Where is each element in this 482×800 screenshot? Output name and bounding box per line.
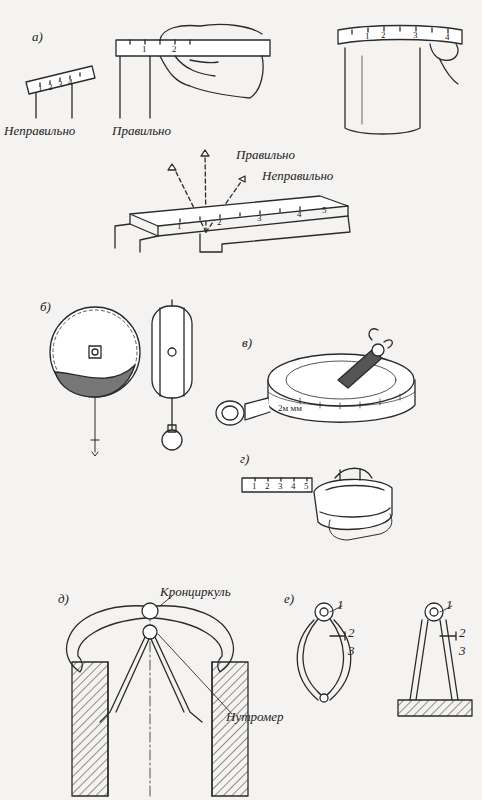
callout-number: 3 bbox=[348, 644, 355, 657]
callout-number: 2 bbox=[348, 626, 355, 639]
caption-note: Правильно bbox=[112, 124, 171, 137]
scale-digit: 4 bbox=[291, 482, 296, 491]
calipers-e bbox=[297, 603, 472, 716]
ruler-housing-g bbox=[242, 468, 392, 540]
cylinder bbox=[338, 26, 462, 135]
part-name: Кронциркуль bbox=[160, 585, 231, 598]
scale-digit: 4 bbox=[297, 210, 302, 219]
tube-d bbox=[67, 603, 249, 796]
scale-digit: 1 bbox=[252, 482, 257, 491]
tape-b bbox=[50, 300, 192, 456]
part-letter: г) bbox=[240, 452, 249, 465]
scale-digit: 1 bbox=[365, 32, 370, 41]
scale-digit: 3 bbox=[413, 31, 418, 40]
scale-digit: 2 bbox=[48, 83, 53, 92]
scale-digit: 1 bbox=[177, 222, 182, 231]
callout-number: 2 bbox=[459, 626, 466, 639]
scale-digit: 4 bbox=[68, 78, 73, 87]
scale-digit: 3 bbox=[257, 214, 262, 223]
tape-v bbox=[216, 329, 415, 425]
part-name: Нутромер bbox=[226, 710, 284, 723]
scale-digit: 2 bbox=[265, 482, 270, 491]
callout-number: 3 bbox=[459, 644, 466, 657]
callout-number: 1 bbox=[337, 598, 344, 611]
tape-marking: 2м мм bbox=[278, 404, 302, 413]
caption-note: Неправильно bbox=[262, 169, 333, 182]
scale-digit: 4 bbox=[445, 33, 450, 42]
scale-digit: 5 bbox=[322, 206, 327, 215]
scale-digit: 5 bbox=[304, 482, 309, 491]
scale-digit: 1 bbox=[38, 85, 43, 94]
block-wrong bbox=[26, 66, 95, 118]
scale-digit: 2 bbox=[217, 218, 222, 227]
scale-digit: 3 bbox=[58, 80, 63, 89]
scale-digit: 1 bbox=[142, 45, 147, 54]
caption-note: Правильно bbox=[236, 148, 295, 161]
leader-line bbox=[158, 634, 232, 714]
part-letter: е) bbox=[284, 592, 294, 605]
scale-digit: 2 bbox=[172, 45, 177, 54]
part-letter: б) bbox=[40, 300, 51, 313]
scale-digit: 2 bbox=[381, 31, 386, 40]
part-letter: а) bbox=[32, 30, 43, 43]
callout-number: 1 bbox=[446, 598, 453, 611]
sight-lines bbox=[115, 150, 350, 252]
caption-note: Неправильно bbox=[4, 124, 75, 137]
scale-digit: 3 bbox=[278, 482, 283, 491]
part-letter: д) bbox=[58, 592, 69, 605]
part-letter: в) bbox=[242, 336, 252, 349]
block-right bbox=[116, 24, 270, 118]
